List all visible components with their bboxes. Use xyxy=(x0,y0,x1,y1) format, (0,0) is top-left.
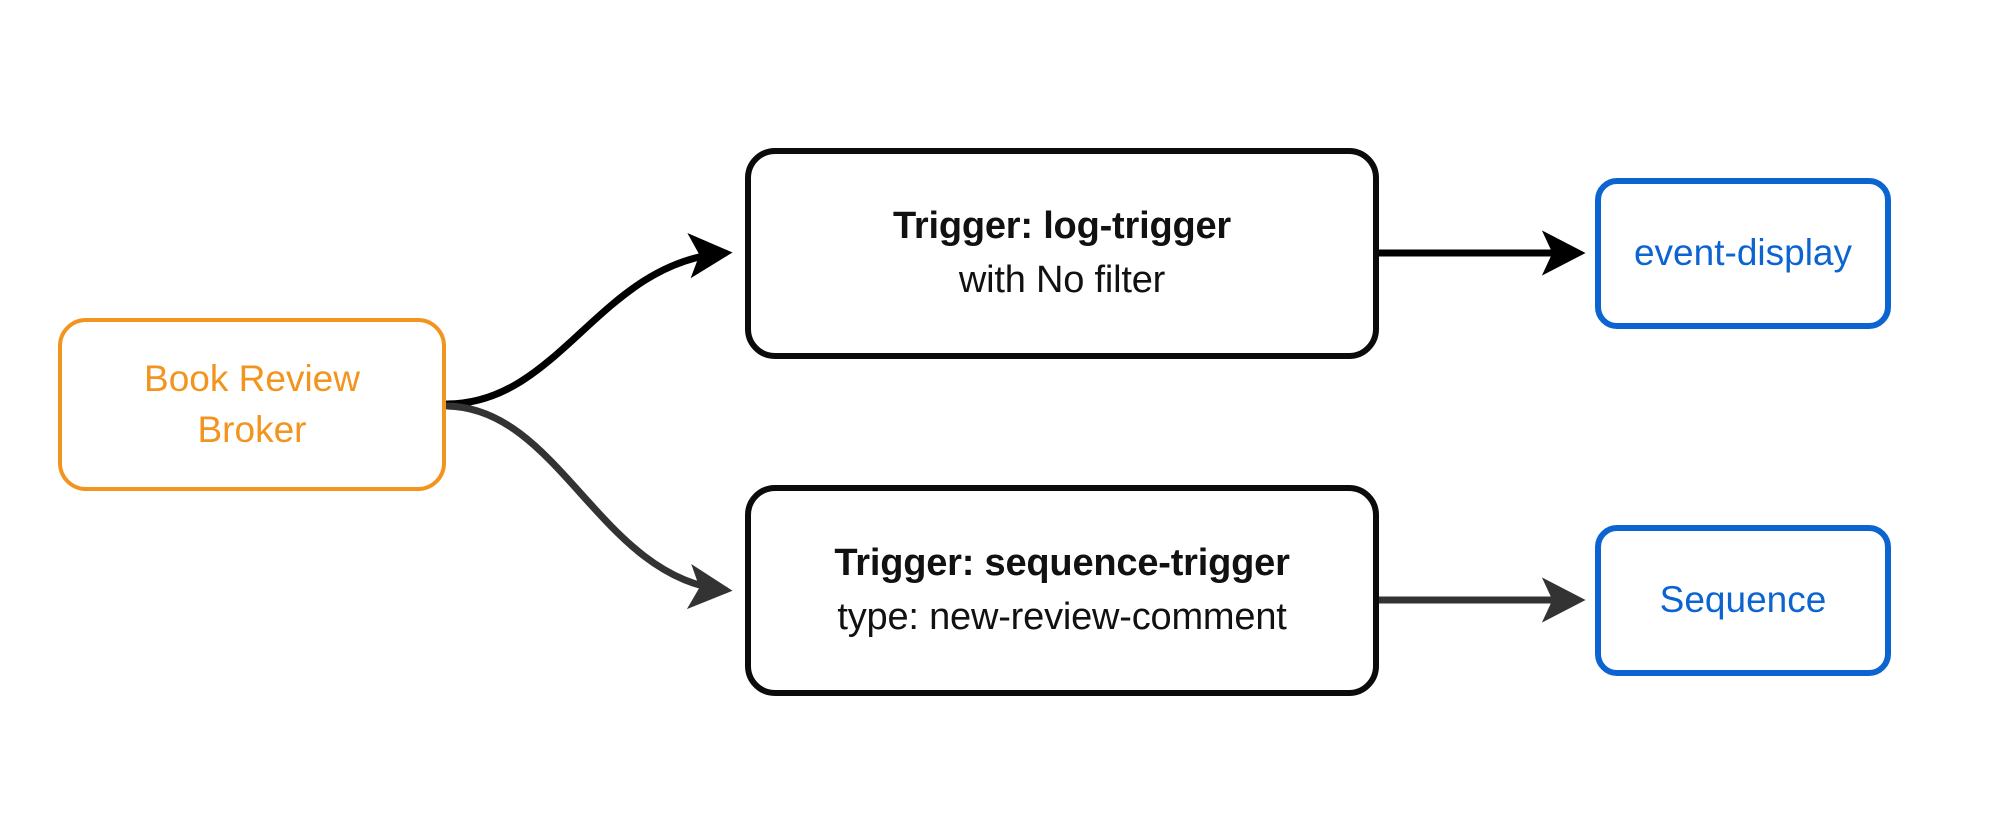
node-trigger-log-trigger[interactable]: Trigger: log-trigger with No filter xyxy=(745,148,1379,359)
consumer-sequence-label: Sequence xyxy=(1659,579,1827,621)
trigger-log-title: Trigger: log-trigger xyxy=(892,205,1231,247)
consumer-event-display-label: event-display xyxy=(1633,232,1852,274)
node-consumer-sequence[interactable]: Sequence xyxy=(1595,525,1891,676)
node-book-review-broker[interactable]: Book Review Broker xyxy=(58,318,446,491)
trigger-sequence-title: Trigger: sequence-trigger xyxy=(834,542,1290,584)
broker-label-line2: Broker xyxy=(197,408,307,450)
trigger-sequence-subtitle: type: new-review-comment xyxy=(837,595,1287,638)
node-consumer-event-display[interactable]: event-display xyxy=(1595,178,1891,329)
broker-label-line1: Book Review xyxy=(144,358,360,400)
edge-broker-to-sequence-trigger xyxy=(443,402,733,610)
trigger-log-subtitle: with No filter xyxy=(958,258,1166,301)
edge-broker-to-log-trigger xyxy=(443,233,733,408)
node-trigger-sequence-trigger[interactable]: Trigger: sequence-trigger type: new-revi… xyxy=(745,485,1379,696)
